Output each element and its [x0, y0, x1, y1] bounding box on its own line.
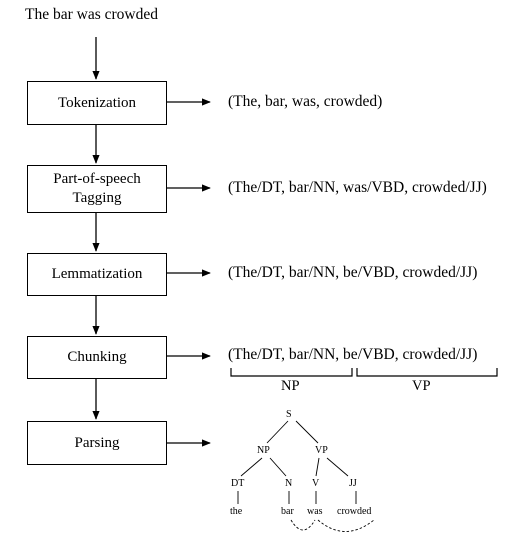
parsing-box: Parsing	[27, 421, 167, 465]
np-bracket	[230, 368, 353, 377]
tree-word-was: was	[307, 506, 323, 517]
parsing-label: Parsing	[74, 434, 120, 451]
tokenization-output: (The, bar, was, crowded)	[228, 93, 383, 110]
input-sentence: The bar was crowded	[25, 6, 158, 23]
dependency-arc-bar-was	[290, 519, 316, 531]
lemmatization-box: Lemmatization	[27, 253, 167, 296]
tree-node-dt: DT	[231, 478, 245, 489]
pos-tagging-output: (The/DT, bar/NN, was/VBD, crowded/JJ)	[228, 179, 487, 196]
tokenization-box: Tokenization	[27, 81, 167, 125]
tree-node-n: N	[285, 478, 293, 489]
tree-word-crowded: crowded	[337, 506, 372, 517]
lemmatization-output: (The/DT, bar/NN, be/VBD, crowded/JJ)	[228, 264, 478, 281]
parse-tree-edges	[237, 420, 357, 504]
tree-word-bar: bar	[281, 506, 294, 517]
chunking-output: (The/DT, bar/NN, be/VBD, crowded/JJ)	[228, 346, 478, 363]
tree-node-vp: VP	[315, 445, 328, 456]
tree-node-np: NP	[257, 445, 270, 456]
tree-word-the: the	[230, 506, 243, 517]
chunking-box: Chunking	[27, 336, 167, 379]
vp-bracket	[356, 368, 498, 377]
pos-tagging-box: Part-of-speech Tagging	[27, 165, 167, 213]
chunking-label: Chunking	[67, 349, 127, 365]
tree-node-jj: JJ	[349, 478, 357, 489]
np-chunk-label: NP	[281, 378, 300, 394]
vp-chunk-label: VP	[412, 378, 431, 394]
tokenization-label: Tokenization	[57, 94, 137, 111]
pos-tagging-label: Part-of-speech Tagging	[53, 171, 141, 206]
lemmatization-label: Lemmatization	[51, 266, 143, 282]
tree-node-s: S	[286, 409, 292, 420]
tree-node-v: V	[312, 478, 320, 489]
dependency-arc-was-crowded	[317, 519, 375, 532]
